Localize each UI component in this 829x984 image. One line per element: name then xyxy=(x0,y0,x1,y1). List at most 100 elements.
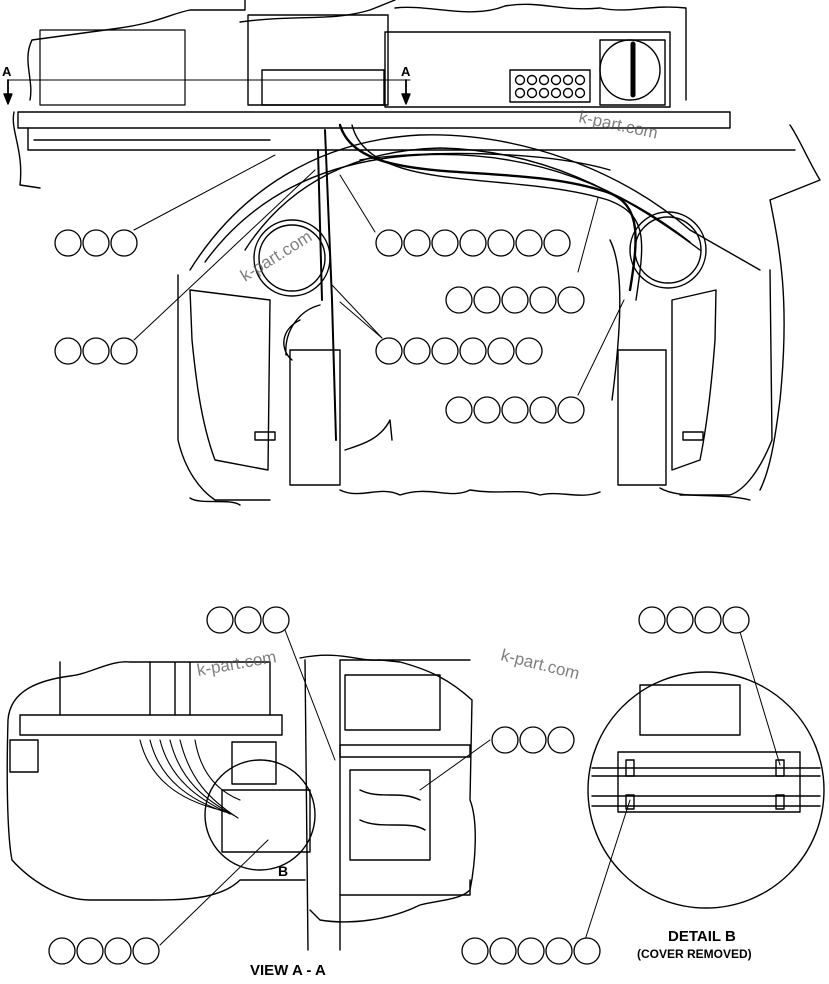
balloon-group-tr-5-lower xyxy=(445,396,585,424)
watermark: k-part.com xyxy=(499,645,582,683)
view-lower-frame xyxy=(339,879,471,896)
left-slot xyxy=(254,431,276,441)
callout-balloon xyxy=(694,606,722,634)
callout-balloon xyxy=(573,937,601,965)
connector-port xyxy=(550,87,562,99)
connector-port xyxy=(538,74,550,86)
callout-balloon xyxy=(431,337,459,365)
view-title: VIEW A - A xyxy=(250,962,326,979)
callout-balloon xyxy=(489,937,517,965)
callout-balloon xyxy=(132,937,160,965)
callout-balloon xyxy=(557,286,585,314)
hose-loop xyxy=(283,304,321,361)
vent-bracket xyxy=(599,39,666,106)
view-upper-box xyxy=(19,714,283,736)
callout-balloon xyxy=(543,229,571,257)
section-marker-left: A xyxy=(2,64,12,79)
detail-b-circle xyxy=(587,671,825,909)
callout-balloon xyxy=(375,337,403,365)
callout-balloon xyxy=(234,606,262,634)
callout-balloon xyxy=(48,937,76,965)
callout-balloon xyxy=(487,229,515,257)
left-frame-edge xyxy=(12,111,41,189)
watermark: k-part.com xyxy=(195,647,277,680)
callout-balloon xyxy=(529,396,557,424)
callout-balloon xyxy=(545,937,573,965)
callout-balloon xyxy=(82,229,110,257)
right-leg-inner xyxy=(671,289,717,471)
view-hose-fan xyxy=(139,739,241,819)
connector-panel xyxy=(509,69,591,103)
hose-bundle-3 xyxy=(359,152,611,171)
leader-lines-detail xyxy=(584,631,781,941)
left-leg-inner xyxy=(189,289,271,471)
round-vent xyxy=(599,39,661,101)
left-leg-outer xyxy=(177,274,271,501)
callout-balloon xyxy=(487,337,515,365)
lower-break-outline xyxy=(189,487,751,506)
arch-inner xyxy=(244,147,701,251)
balloon-group-tr-5-upper xyxy=(445,286,585,314)
connector-port xyxy=(574,74,586,86)
connector-port xyxy=(526,87,538,99)
callout-balloons xyxy=(48,229,750,965)
callout-balloon xyxy=(515,337,543,365)
left-track-block xyxy=(289,349,341,486)
view-clamp-box xyxy=(231,741,277,785)
right-slot xyxy=(682,431,704,441)
callout-balloon xyxy=(461,937,489,965)
callout-balloon xyxy=(104,937,132,965)
callout-balloon xyxy=(445,396,473,424)
callout-balloon xyxy=(473,396,501,424)
callout-balloon xyxy=(557,396,585,424)
hose-hanging xyxy=(344,419,393,451)
right-frame-edge xyxy=(769,124,821,201)
balloon-group-detail-top-4 xyxy=(638,606,750,634)
view-upper-block xyxy=(344,674,441,731)
callout-balloon xyxy=(431,229,459,257)
callout-balloon xyxy=(638,606,666,634)
hose-vertical-left xyxy=(317,129,337,441)
top-main-view: A A xyxy=(2,0,821,506)
hose-bundle-1 xyxy=(338,123,637,292)
hose-right-drop xyxy=(609,239,621,401)
callout-balloon xyxy=(110,229,138,257)
hose-bundle-2 xyxy=(351,124,643,301)
callout-balloon xyxy=(76,937,104,965)
watermarks: k-part.com k-part.com k-part.com k-part.… xyxy=(195,107,659,683)
balloon-group-tl-3-upper xyxy=(54,229,138,257)
connector-port xyxy=(526,74,538,86)
balloon-group-tc-7-upper xyxy=(375,229,571,257)
callout-balloon xyxy=(262,606,290,634)
view-a-a: B VIEW A - A xyxy=(6,629,491,979)
right-wheel-hub xyxy=(629,211,707,289)
connector-port xyxy=(562,74,574,86)
left-wheel-hub-inner xyxy=(258,224,326,292)
connector-port xyxy=(550,74,562,86)
view-top-housing xyxy=(59,661,271,716)
detail-rail-lower xyxy=(591,795,821,807)
callout-balloon xyxy=(666,606,694,634)
connector-port xyxy=(514,87,526,99)
callout-balloon xyxy=(445,286,473,314)
balloon-group-view-top-3 xyxy=(206,606,290,634)
callout-balloon xyxy=(459,337,487,365)
detail-b-circle-small xyxy=(204,759,316,871)
view-left-bracket xyxy=(9,739,39,773)
callout-balloon xyxy=(459,229,487,257)
left-wheel-hub xyxy=(253,219,331,297)
connector-port xyxy=(538,87,550,99)
callout-balloon xyxy=(515,229,543,257)
arch-outer xyxy=(189,134,761,271)
control-box xyxy=(261,69,385,106)
right-track-block xyxy=(617,349,667,486)
callout-balloon xyxy=(517,937,545,965)
section-arrow-left-head xyxy=(3,93,13,105)
detail-cover-plate xyxy=(639,684,741,736)
upper-break-outline xyxy=(27,0,687,101)
section-marker-right: A xyxy=(401,64,411,79)
right-wheel-hub-inner xyxy=(634,216,702,284)
detail-rail-frame xyxy=(617,751,801,813)
callout-balloon xyxy=(206,606,234,634)
